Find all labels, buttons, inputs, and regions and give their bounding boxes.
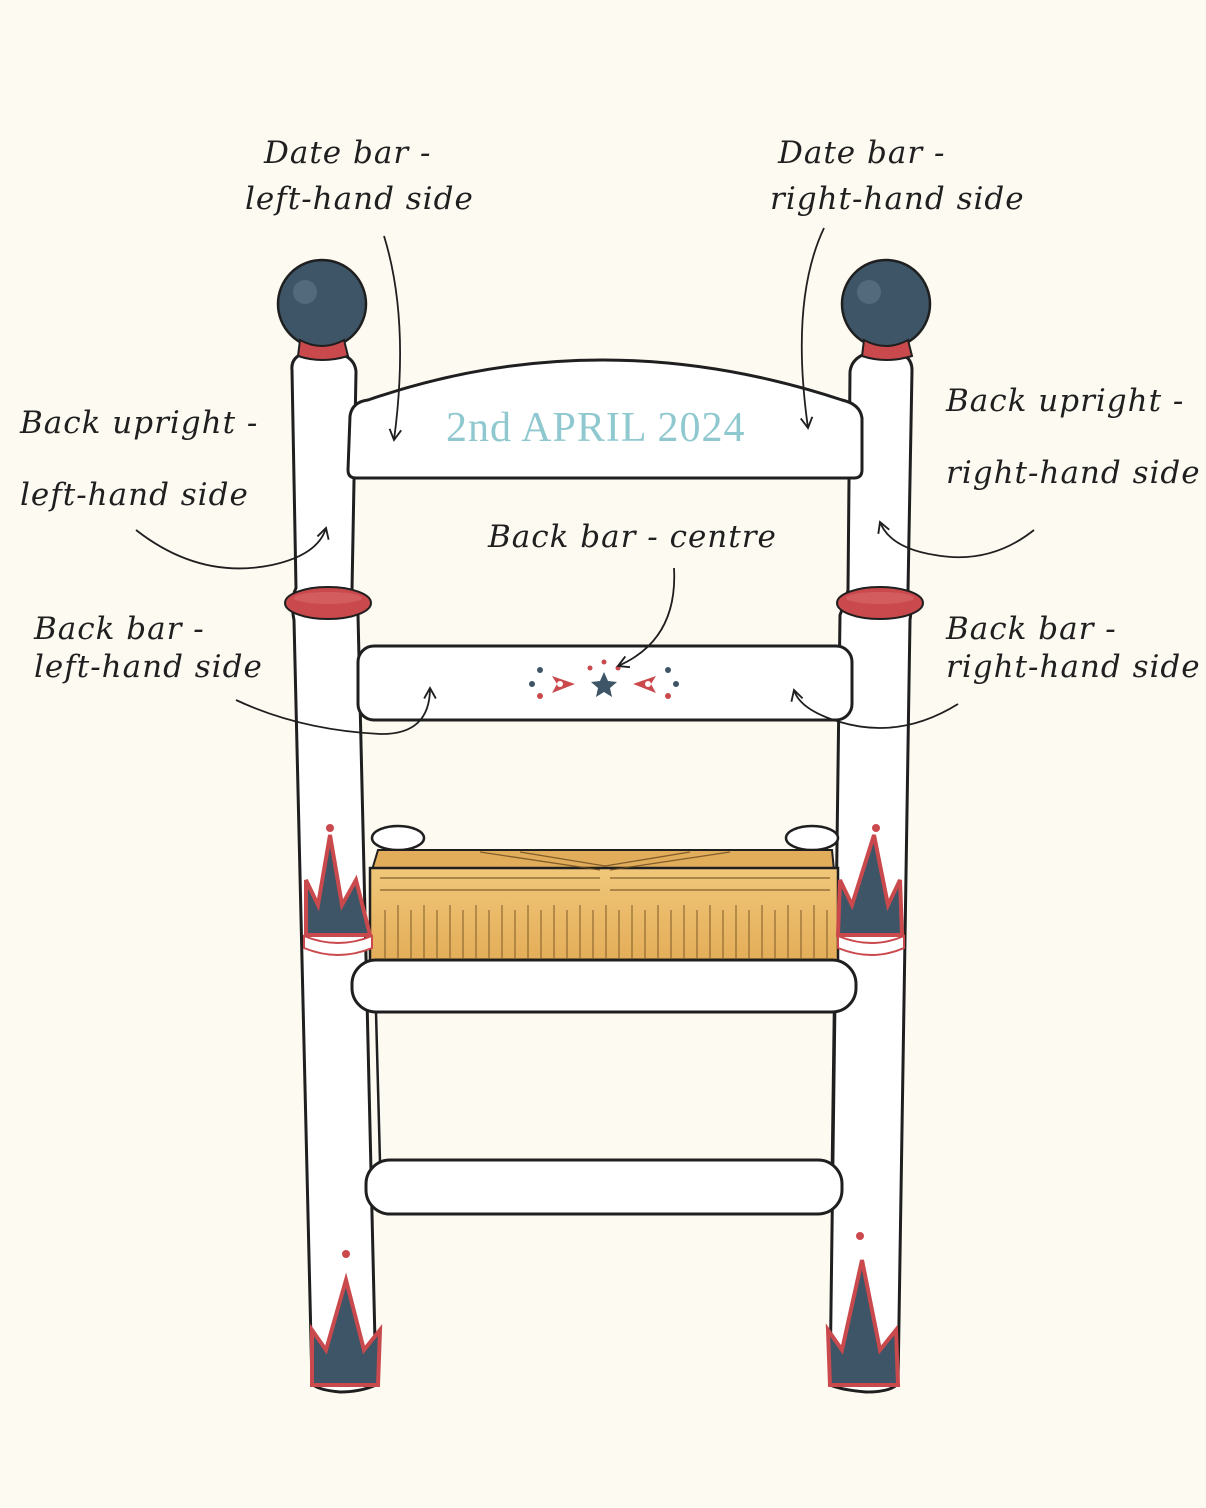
label-back-upright-right-line2: right-hand side bbox=[946, 455, 1201, 491]
arrow-back-upright-left bbox=[135, 526, 330, 570]
arrow-back-upright-right bbox=[877, 520, 1035, 559]
back-bar-motif bbox=[529, 659, 679, 699]
label-date-bar-left-line1: Date bar - bbox=[264, 135, 432, 171]
label-back-bar-right-line2: right-hand side bbox=[946, 649, 1201, 685]
seat-crown-right bbox=[835, 824, 905, 956]
label-back-upright-left-line1: Back upright - bbox=[20, 405, 259, 441]
rush-seat bbox=[368, 849, 840, 964]
finial-left bbox=[276, 258, 368, 350]
label-date-bar-left-line2: left-hand side bbox=[245, 181, 474, 217]
leg-crown-right bbox=[825, 1232, 901, 1387]
label-back-bar-left-line1: Back bar - bbox=[34, 611, 205, 647]
leg-crown-left bbox=[310, 1250, 383, 1387]
date-text: 2nd APRIL 2024 bbox=[446, 405, 746, 451]
label-back-bar-centre: Back bar - centre bbox=[488, 519, 777, 555]
arrow-back-bar-right bbox=[790, 688, 959, 729]
label-date-bar-right-line2: right-hand side bbox=[770, 181, 1025, 217]
lower-rail bbox=[364, 1158, 844, 1216]
arrow-back-bar-left bbox=[235, 686, 437, 735]
seat-crown-left bbox=[303, 824, 373, 956]
finial-right bbox=[840, 258, 932, 350]
label-back-bar-right-line1: Back bar - bbox=[946, 611, 1117, 647]
finials bbox=[276, 258, 932, 361]
seat-front-rail bbox=[350, 958, 858, 1014]
arrow-date-bar-left bbox=[383, 235, 402, 442]
label-date-bar-right-line1: Date bar - bbox=[778, 135, 946, 171]
label-back-upright-right-line1: Back upright - bbox=[946, 383, 1185, 419]
label-back-bar-left-line2: left-hand side bbox=[34, 649, 263, 685]
label-back-upright-left-line2: left-hand side bbox=[20, 477, 249, 513]
date-bar bbox=[346, 358, 864, 480]
arrow-back-bar-centre bbox=[616, 567, 676, 669]
arrow-date-bar-right bbox=[800, 227, 825, 430]
